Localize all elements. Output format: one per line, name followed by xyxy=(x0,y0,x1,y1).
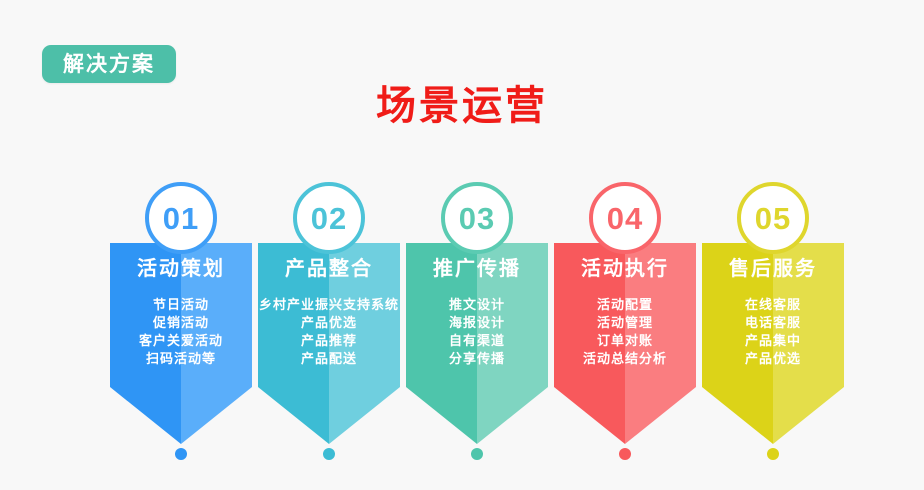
step-banner-03 xyxy=(406,243,548,444)
banner-half-right xyxy=(329,243,400,444)
step-number-label: 02 xyxy=(310,200,348,236)
step-column-01[interactable]: 01 活动策划节日活动促销活动客户关爱活动扫码活动等 xyxy=(110,0,252,490)
step-item-list-02: 乡村产业振兴支持系统产品优选产品推荐产品配送 xyxy=(244,296,414,368)
step-dot-01 xyxy=(175,448,187,460)
step-heading-05: 售后服务 xyxy=(729,258,817,280)
list-item: 活动配置 xyxy=(596,297,653,312)
list-item: 产品配送 xyxy=(300,351,357,366)
step-number-circle-03: 03 xyxy=(441,182,513,254)
banner-half-left xyxy=(406,243,477,444)
banner-half-left xyxy=(110,243,181,444)
solution-badge-label: 解决方案 xyxy=(63,52,155,76)
list-item: 电话客服 xyxy=(744,315,801,330)
list-item: 节日活动 xyxy=(152,297,209,312)
step-heading-02: 产品整合 xyxy=(285,258,373,280)
list-item: 产品优选 xyxy=(300,315,357,330)
step-dot-03 xyxy=(471,448,483,460)
step-column-03[interactable]: 03 推广传播推文设计海报设计自有渠道分享传播 xyxy=(406,0,548,490)
step-column-02[interactable]: 02 产品整合乡村产业振兴支持系统产品优选产品推荐产品配送 xyxy=(258,0,400,490)
banner-half-right xyxy=(181,243,252,444)
list-item: 产品集中 xyxy=(744,333,801,348)
step-number-label: 03 xyxy=(458,200,496,236)
step-item-list-04: 活动配置活动管理订单对账活动总结分析 xyxy=(540,296,710,368)
list-item: 海报设计 xyxy=(448,315,505,330)
banner-half-left xyxy=(554,243,625,444)
step-number-label: 04 xyxy=(606,200,644,236)
step-banner-01 xyxy=(110,243,252,444)
step-item-list-05: 在线客服电话客服产品集中产品优选 xyxy=(688,296,858,368)
banner-half-right xyxy=(773,243,844,444)
step-column-04[interactable]: 04 活动执行活动配置活动管理订单对账活动总结分析 xyxy=(554,0,696,490)
step-number-circle-05: 05 xyxy=(737,182,809,254)
step-dot-04 xyxy=(619,448,631,460)
list-item: 促销活动 xyxy=(152,315,209,330)
step-heading-03: 推广传播 xyxy=(433,258,521,280)
step-number-circle-04: 04 xyxy=(589,182,661,254)
step-item-list-01: 节日活动促销活动客户关爱活动扫码活动等 xyxy=(96,296,266,368)
list-item: 活动管理 xyxy=(596,315,653,330)
list-item: 扫码活动等 xyxy=(145,351,216,366)
step-dot-02 xyxy=(323,448,335,460)
solution-badge: 解决方案 xyxy=(42,45,176,83)
list-item: 乡村产业振兴支持系统 xyxy=(258,297,399,312)
list-item: 产品推荐 xyxy=(300,333,357,348)
step-banner-02 xyxy=(258,243,400,444)
list-item: 推文设计 xyxy=(448,297,505,312)
page-title: 场景运营 xyxy=(376,84,548,128)
list-item: 在线客服 xyxy=(744,297,801,312)
step-number-circle-01: 01 xyxy=(145,182,217,254)
step-dot-05 xyxy=(767,448,779,460)
list-item: 客户关爱活动 xyxy=(138,333,223,348)
list-item: 产品优选 xyxy=(744,351,801,366)
step-column-05[interactable]: 05 售后服务在线客服电话客服产品集中产品优选 xyxy=(702,0,844,490)
step-heading-01: 活动策划 xyxy=(137,258,225,280)
step-heading-04: 活动执行 xyxy=(581,258,669,280)
step-banner-05 xyxy=(702,243,844,444)
step-item-list-03: 推文设计海报设计自有渠道分享传播 xyxy=(392,296,562,368)
step-number-label: 05 xyxy=(754,200,792,236)
banner-half-left xyxy=(258,243,329,444)
list-item: 分享传播 xyxy=(448,351,505,366)
banner-half-right xyxy=(477,243,548,444)
step-number-circle-02: 02 xyxy=(293,182,365,254)
step-number-label: 01 xyxy=(162,200,200,236)
list-item: 活动总结分析 xyxy=(582,351,667,366)
list-item: 自有渠道 xyxy=(448,333,505,348)
banner-half-left xyxy=(702,243,773,444)
step-banner-04 xyxy=(554,243,696,444)
banner-half-right xyxy=(625,243,696,444)
list-item: 订单对账 xyxy=(596,333,653,348)
